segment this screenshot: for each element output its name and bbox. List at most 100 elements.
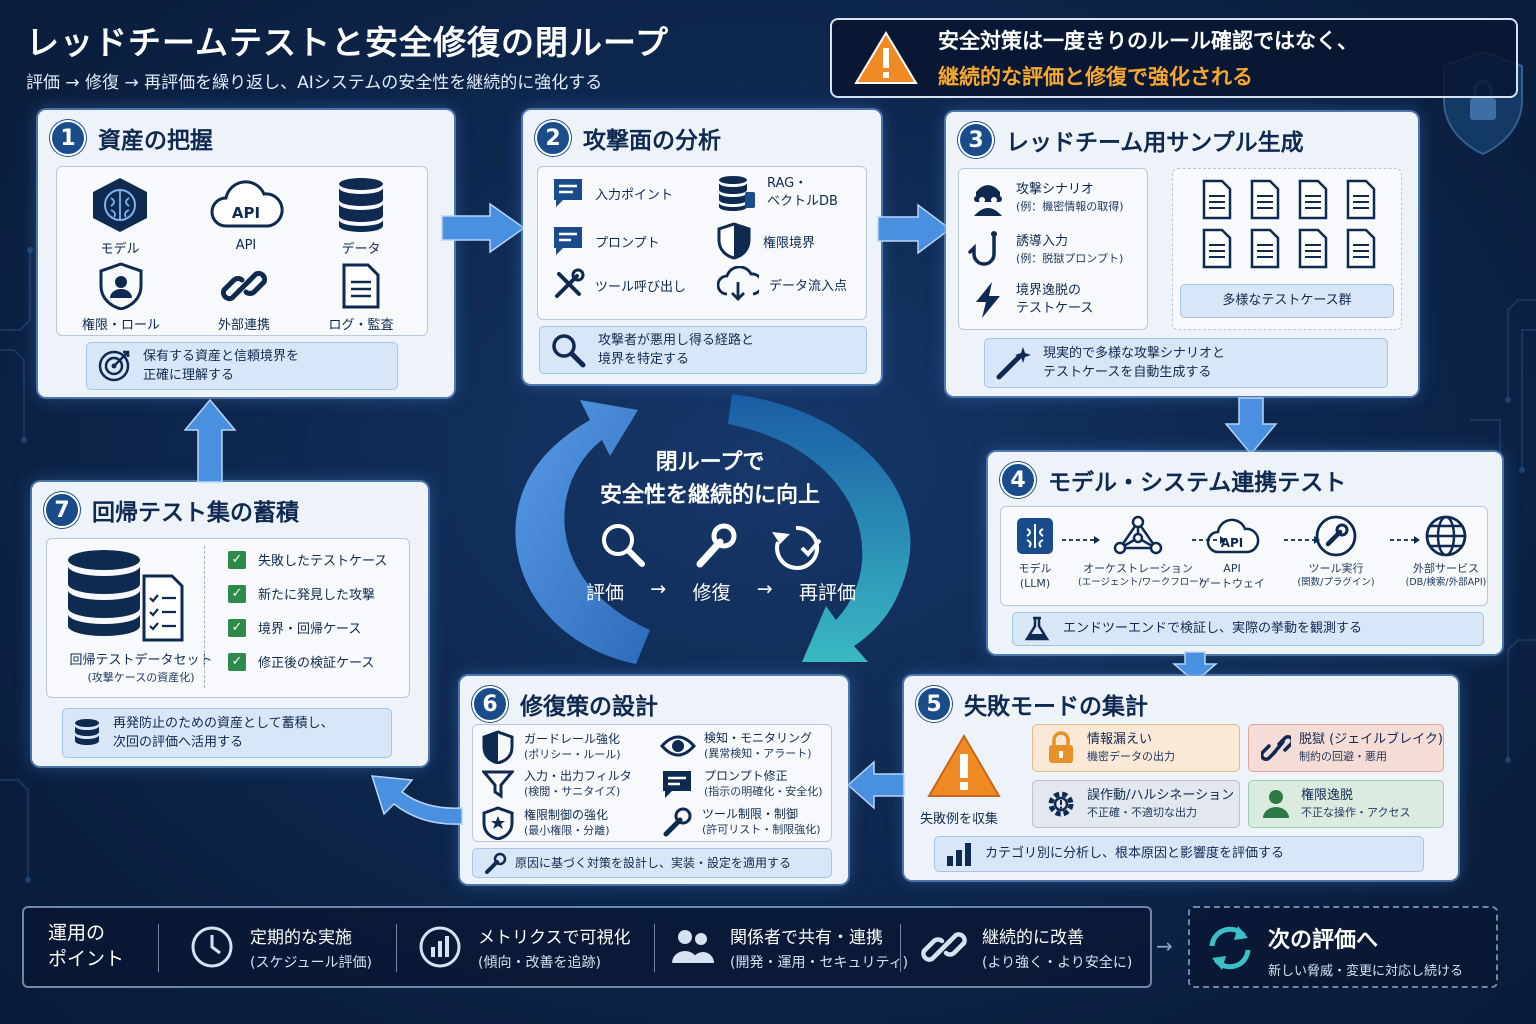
check-item-2: ✓新たに発見した攻撃 [228, 584, 375, 603]
scenario-induced-input: 誘導入力(例：脱獄プロンプト) [968, 230, 1123, 270]
chat-input-icon [554, 179, 582, 207]
flow-arrow-3-4 [1224, 397, 1278, 456]
center-loop-arrows [515, 394, 911, 664]
page-subtitle: 評価 → 修復 → 再評価を繰り返し、AIシステムの安全性を継続的に強化する [26, 73, 603, 93]
wrench-icon [663, 807, 692, 837]
check-item-3: ✓境界・回帰ケース [228, 618, 361, 637]
filter-funnel-icon [482, 770, 514, 799]
reevaluate-cycle-icon [772, 525, 822, 570]
database-icon [75, 719, 99, 745]
asset-data: データ [333, 176, 389, 257]
lightning-icon [976, 282, 1000, 318]
brain-chip-icon [1017, 518, 1053, 554]
fix-tool-limit: ツール制限・制御(許可リスト・制限強化) [660, 806, 821, 838]
prompt-edit-icon [663, 771, 691, 798]
network-nodes-icon [1113, 515, 1163, 555]
step-5-number: 5 [916, 686, 952, 722]
node-orchestration: オーケストレーション(エージェント/ワークフロー) [1078, 514, 1202, 590]
asset-api: API API [208, 176, 284, 253]
shield-star-icon [482, 806, 514, 840]
flask-icon [1024, 616, 1050, 641]
step-5-title: 失敗モードの集計 [964, 694, 1148, 720]
asset-logs: ログ・監査 [326, 262, 396, 333]
surface-input-point: 入力ポイント [551, 176, 673, 210]
check-icon: ✓ [228, 550, 246, 569]
check-item-1: ✓失敗したテストケース [228, 550, 387, 569]
chain-dashed-arrows [1062, 536, 1420, 544]
warning-icon [854, 31, 918, 84]
magnifier-icon [552, 334, 586, 368]
shield-icon [482, 730, 514, 764]
surface-data-inflow: データ流入点 [717, 266, 847, 302]
step-2-title: 攻撃面の分析 [583, 128, 721, 154]
bar-chart-icon [947, 843, 971, 866]
api-cloud-icon: API [1206, 518, 1260, 554]
test-case-group-label: 多様なテストケース群 [1180, 284, 1394, 318]
globe-icon [1425, 515, 1467, 557]
surface-rag-vectordb: RAG・ベクトルDB [717, 174, 838, 212]
user-icon [1263, 790, 1289, 818]
check-item-4: ✓修正後の検証ケース [228, 652, 374, 671]
step-4-title: モデル・システム連携テスト [1048, 470, 1347, 496]
target-icon [98, 350, 130, 382]
attack-surface-grid [537, 166, 867, 320]
lock-icon [1049, 731, 1073, 763]
document-grid-icons [1202, 179, 1376, 269]
check-icon: ✓ [228, 618, 246, 637]
footer-divider [396, 924, 397, 972]
step-7-title: 回帰テスト集の蓄積 [92, 500, 299, 526]
asset-integration: 外部連携 [206, 262, 282, 333]
flow-arrow-2-3 [877, 203, 952, 255]
step-6-note: 原因に基づく対策を設計し、実装・設定を適用する [472, 848, 832, 878]
ops-points-bar: 運用のポイント 定期的な実施(スケジュール評価) メトリクスで可視化(傾向・改善… [22, 906, 1152, 988]
warning-line-1: 安全対策は一度きりのルール確認ではなく、 [938, 29, 1358, 53]
ops-share: 関係者で共有・連携(開発・運用・セキュリティ) [668, 908, 908, 986]
database-doc-icon [68, 550, 184, 642]
scenario-boundary: 境界逸脱のテストケース [968, 280, 1093, 320]
fix-privilege: 権限制御の強化(最小権限・分離) [482, 806, 610, 840]
team-users-icon [672, 930, 714, 963]
flow-arrow-4-5 [1172, 651, 1218, 683]
next-eval-box[interactable]: 次の評価へ 新しい脅威・変更に対応し続ける [1188, 906, 1498, 988]
next-eval-subtitle: 新しい脅威・変更に対応し続ける [1268, 964, 1464, 979]
step-6-title: 修復策の設計 [520, 694, 658, 720]
link-chain-icon [921, 932, 967, 962]
scenario-attack: 攻撃シナリオ(例：機密情報の取得) [968, 178, 1124, 218]
metrics-chart-icon [419, 926, 461, 968]
flow-arrow-1-2 [441, 202, 526, 254]
step-3-title: レッドチーム用サンプル生成 [1006, 130, 1304, 156]
warning-banner: 安全対策は一度きりのルール確認ではなく、 継続的な評価と修復で強化される [830, 18, 1518, 98]
magic-wand-icon [996, 347, 1031, 380]
asset-model: モデル [88, 176, 152, 257]
fishing-hook-icon [968, 231, 997, 266]
dataset-label: 回帰テストデータセット (攻撃ケースの資産化) [69, 653, 213, 685]
api-cloud-icon: API [210, 180, 284, 228]
ops-metrics: メトリクスで可視化(傾向・改善を追跡) [416, 908, 631, 986]
database-stack-icon [719, 176, 755, 211]
node-external-service: 外部サービス(DB/検索/外部API) [1394, 514, 1498, 590]
failure-tag-privilege: 権限逸脱不正な操作・アクセス [1248, 780, 1444, 828]
failure-tag-hallucination: 誤作動/ハルシネーション不正確・不適切な出力 [1032, 780, 1240, 828]
flow-arrow-7-1 [183, 398, 237, 483]
step-1-number: 1 [50, 120, 86, 156]
footer-divider [158, 924, 159, 972]
step-1-title: 資産の把握 [98, 128, 213, 154]
check-icon: ✓ [228, 584, 246, 603]
surface-tool-call: ツール呼び出し [551, 268, 686, 302]
document-log-icon [342, 263, 380, 309]
step-7-note: 再発防止のための資産として蓄積し、次回の評価へ活用する [62, 708, 392, 758]
footer-divider [900, 924, 901, 972]
warning-icon [927, 734, 1001, 797]
fix-io-filter: 入力・出力フィルタ(検閲・サニタイズ) [482, 768, 632, 800]
step-5-note: カテゴリ別に分析し、根本原因と影響度を評価する [934, 836, 1424, 872]
surface-prompt: プロンプト [551, 224, 660, 258]
clock-icon [191, 926, 233, 968]
footer-divider [654, 924, 655, 972]
surface-permission-boundary: 権限境界 [717, 222, 815, 260]
